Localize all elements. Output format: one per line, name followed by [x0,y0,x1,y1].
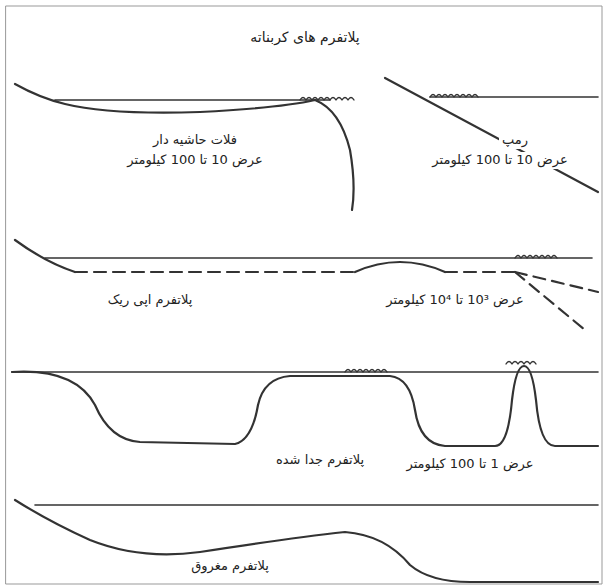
platform-label: پلاتفرم اپی ریک [105,292,196,309]
platform-label: فلات حاشیه دار [150,132,240,149]
platform-label: عرض 10 تا 100 کیلومتر [124,152,265,169]
platform-label: عرض 1 تا 100 کیلومتر [403,456,536,473]
platform-label: عرض 10 تا 100 کیلومتر [429,152,570,169]
platform-label: پلاتفرم جدا شده [273,452,367,469]
diagram-title: پلاتفرم های کربناته [247,28,362,46]
platform-label: عرض 10³ تا 10⁴ کیلومتر [383,292,526,309]
platform-label: رمپ [499,132,531,149]
platform-label: پلاتفرم مغروق [188,558,272,575]
